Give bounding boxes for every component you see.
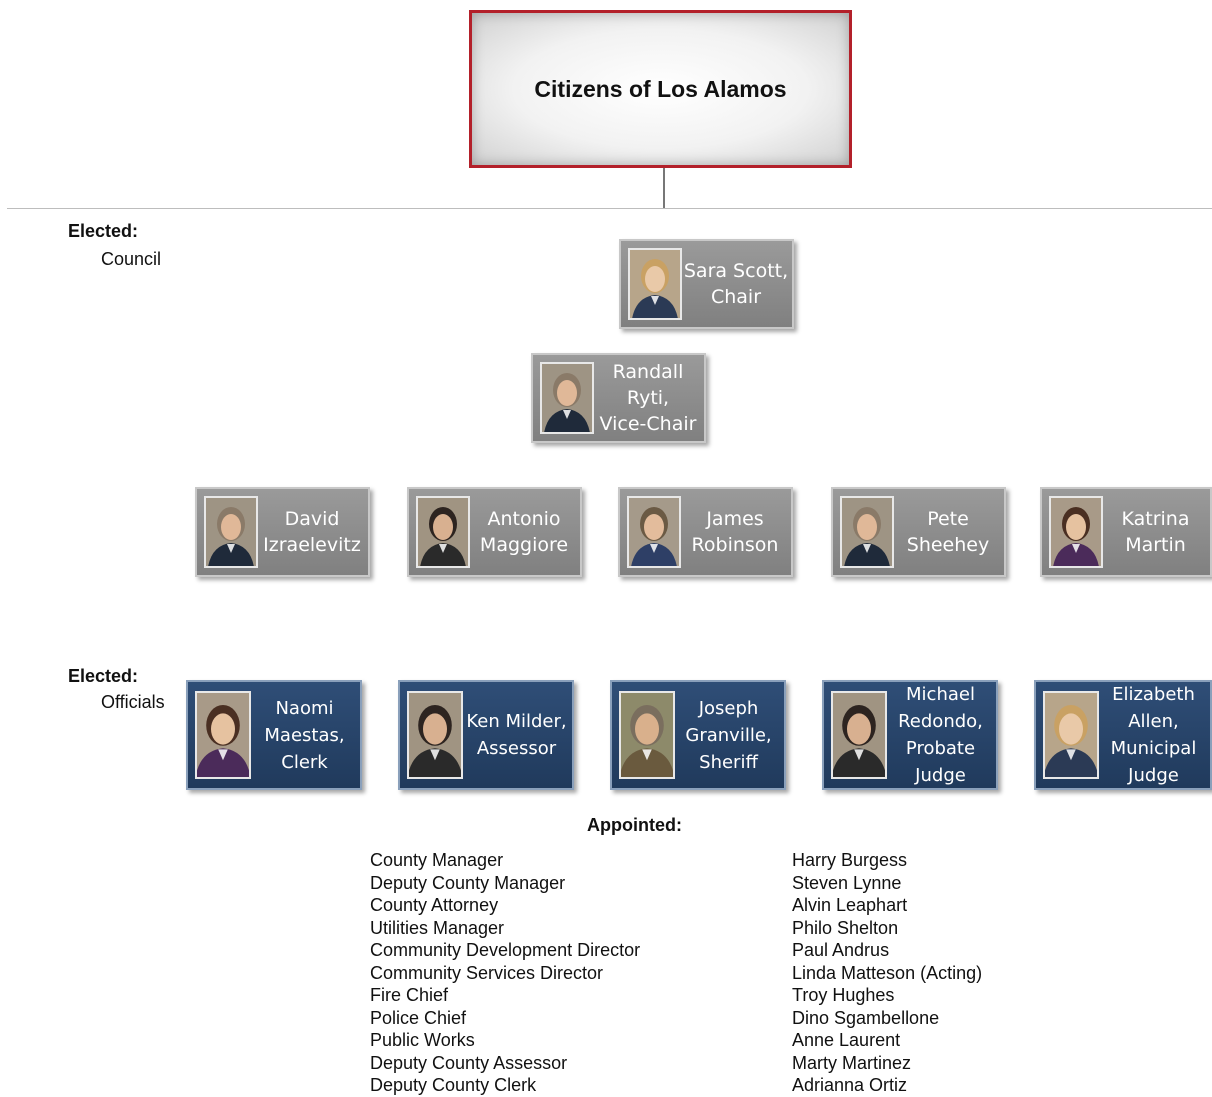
appointed-title-item: Public Works [370, 1030, 475, 1050]
council-card[interactable]: James Robinson [618, 487, 793, 577]
appointed-name-item: Harry Burgess [792, 850, 908, 870]
council-member-name: Antonio Maggiore [479, 508, 569, 556]
portrait-photo [1043, 691, 1099, 779]
official-card[interactable]: Michael Redondo, Probate Judge [822, 680, 998, 790]
appointed-names-list: Harry Burgess Steven Lynne Alvin Leaphar… [792, 849, 982, 1097]
council-member-name: James Robinson [691, 508, 779, 556]
official-name: Michael Redondo, Probate Judge [898, 684, 983, 786]
appointed-name-item: Adrianna Ortiz [792, 1075, 908, 1095]
appointed-title-item: Utilities Manager [370, 917, 505, 938]
officials-sublabel: Officials [101, 692, 165, 712]
official-name: Elizabeth Allen, Municipal Judge [1110, 684, 1197, 786]
official-name: Joseph Granville, Sheriff [685, 697, 772, 773]
official-card[interactable]: Naomi Maestas, Clerk [186, 680, 362, 790]
portrait-photo [195, 691, 251, 779]
elected-council-label: Elected: [68, 221, 139, 241]
appointed-title: Appointed: [587, 815, 682, 835]
council-card[interactable]: Pete Sheehey [831, 487, 1006, 577]
appointed-name-item: Alvin Leaphart [792, 895, 908, 915]
appointed-titles-list: County Manager Deputy County Manager Cou… [370, 849, 640, 1097]
appointed-name-item: Anne Laurent [792, 1030, 901, 1050]
council-member-name: Katrina Martin [1121, 508, 1190, 556]
council-card[interactable]: Antonio Maggiore [407, 487, 582, 577]
portrait-photo [1049, 496, 1103, 568]
appointed-title-item: Police Chief [370, 1007, 467, 1028]
official-card[interactable]: Elizabeth Allen, Municipal Judge [1034, 680, 1212, 790]
appointed-title-item: Community Development Director [370, 940, 641, 960]
portrait-photo [628, 248, 682, 320]
portrait-photo [831, 691, 887, 779]
appointed-title-item: Deputy County Clerk [370, 1075, 537, 1095]
appointed-name-item: Marty Martinez [792, 1052, 912, 1073]
portrait-photo [540, 362, 594, 434]
official-name: Naomi Maestas, Clerk [264, 697, 345, 773]
council-member-name: Pete Sheehey [906, 508, 990, 556]
portrait-photo [407, 691, 463, 779]
council-card-chair[interactable]: Sara Scott, Chair [619, 239, 794, 329]
appointed-title-item: County Manager [370, 850, 504, 870]
portrait-photo [840, 496, 894, 568]
appointed-name-item: Troy Hughes [792, 985, 895, 1005]
appointed-name-item: Linda Matteson (Acting) [792, 962, 983, 983]
appointed-name-item: Dino Sgambellone [792, 1007, 940, 1028]
council-member-name: David Izraelevitz [263, 508, 361, 556]
divider-line [7, 208, 1212, 209]
portrait-photo [627, 496, 681, 568]
appointed-name-item: Steven Lynne [792, 872, 902, 893]
appointed-title-item: County Attorney [370, 895, 499, 915]
appointed-title-item: Community Services Director [370, 962, 604, 983]
elected-officials-label: Elected: [68, 666, 139, 686]
official-card[interactable]: Joseph Granville, Sheriff [610, 680, 786, 790]
appointed-name-item: Paul Andrus [792, 940, 890, 960]
appointed-title-item: Deputy County Manager [370, 872, 566, 893]
portrait-photo [416, 496, 470, 568]
council-card[interactable]: David Izraelevitz [195, 487, 370, 577]
portrait-photo [619, 691, 675, 779]
citizens-title: Citizens of Los Alamos [534, 75, 787, 102]
council-sublabel: Council [101, 249, 162, 269]
official-card[interactable]: Ken Milder, Assessor [398, 680, 574, 790]
appointed-title-item: Deputy County Assessor [370, 1052, 568, 1073]
portrait-photo [204, 496, 258, 568]
council-card-vice-chair[interactable]: Randall Ryti, Vice-Chair [531, 353, 706, 443]
official-name: Ken Milder, Assessor [466, 711, 567, 759]
appointed-title-item: Fire Chief [370, 985, 449, 1005]
council-member-name: Randall Ryti, Vice-Chair [599, 361, 697, 435]
council-card[interactable]: Katrina Martin [1040, 487, 1212, 577]
council-member-name: Sara Scott, Chair [683, 260, 789, 308]
appointed-name-item: Philo Shelton [792, 917, 899, 938]
connector-line [663, 168, 665, 208]
citizens-box: Citizens of Los Alamos [469, 10, 852, 168]
